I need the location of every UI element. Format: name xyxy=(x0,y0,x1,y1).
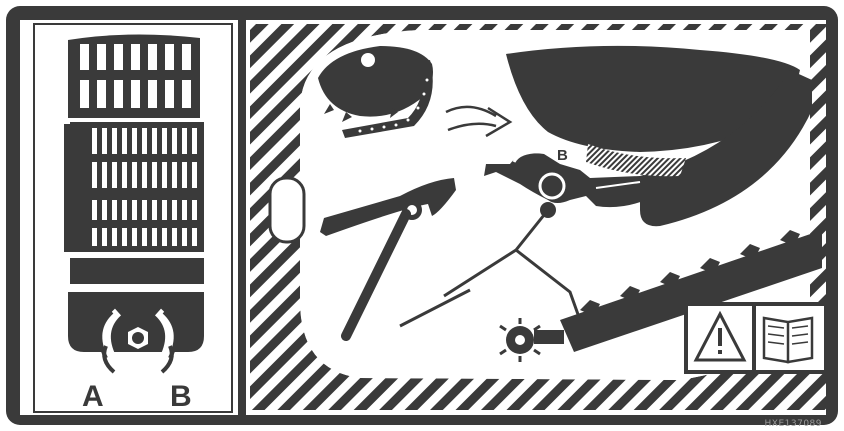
concave-band xyxy=(640,70,812,227)
detail-label-a: A xyxy=(583,124,594,141)
adjuster-mechanism xyxy=(484,150,646,218)
panel-divider xyxy=(238,20,246,415)
linkage-rods xyxy=(399,209,582,328)
lever-arm xyxy=(320,178,456,341)
part-number: HXE137089 xyxy=(764,419,822,429)
adjust-label-a: A xyxy=(82,380,104,413)
clearance-gap xyxy=(586,144,686,177)
adjust-label-b: B xyxy=(170,380,192,413)
read-manual-icon xyxy=(762,316,814,364)
flow-arrow-icon xyxy=(445,105,513,138)
right-panel xyxy=(250,24,828,410)
safety-symbols-box xyxy=(684,302,828,374)
auger-conveyor xyxy=(499,230,822,362)
left-panel xyxy=(33,23,233,413)
threshing-cylinder xyxy=(506,45,800,152)
rotate-bolt-icon xyxy=(98,308,178,374)
warning-triangle-icon xyxy=(693,310,747,362)
detail-label-b: B xyxy=(557,147,568,164)
beater-drum xyxy=(318,46,433,138)
